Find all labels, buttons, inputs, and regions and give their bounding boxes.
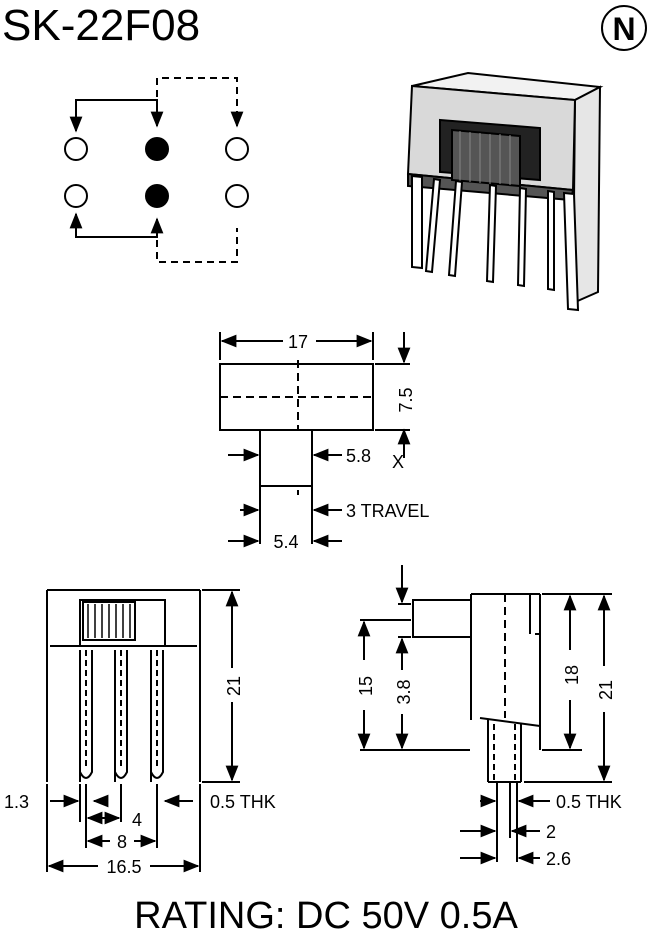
side-view-drawing xyxy=(357,565,612,865)
logo-letter: N xyxy=(612,11,635,47)
dim-actuator-base-label: 5.4 xyxy=(273,532,298,552)
front-view-drawing xyxy=(46,589,240,873)
pitch-label: 4 xyxy=(132,810,142,830)
front-height-label: 21 xyxy=(224,676,244,696)
brand-logo: N xyxy=(601,5,647,51)
page-title: SK-22F08 xyxy=(2,1,200,50)
dim-height-label: 7.5 xyxy=(396,387,416,412)
actuator-offset-label: 15 xyxy=(356,676,376,696)
actuator-height-label: 3.8 xyxy=(394,679,414,704)
front-lead-thickness-label: 0.5 THK xyxy=(210,792,276,812)
product-3d-view xyxy=(406,71,604,312)
dim-width-label: 17 xyxy=(288,332,308,352)
dim-actuator-width-label: 5.8 xyxy=(346,446,371,466)
lead-spacing-label: 2 xyxy=(546,822,556,842)
rating-text: RATING: DC 50V 0.5A xyxy=(134,895,518,933)
lead-width-label: 1.3 xyxy=(4,792,29,812)
side-overall-height-label: 21 xyxy=(596,680,616,700)
pin-offset-label: 2.6 xyxy=(546,849,571,869)
x-mark: X xyxy=(392,452,404,472)
travel-label: 3 TRAVEL xyxy=(346,501,429,521)
body-height-label: 18 xyxy=(562,665,582,685)
outer-pitch-label: 8 xyxy=(117,832,127,852)
top-view-drawing xyxy=(219,332,411,548)
overall-width-label: 16.5 xyxy=(106,857,141,877)
side-lead-thickness-label: 0.5 THK xyxy=(556,792,622,812)
circuit-diagram xyxy=(64,77,249,263)
